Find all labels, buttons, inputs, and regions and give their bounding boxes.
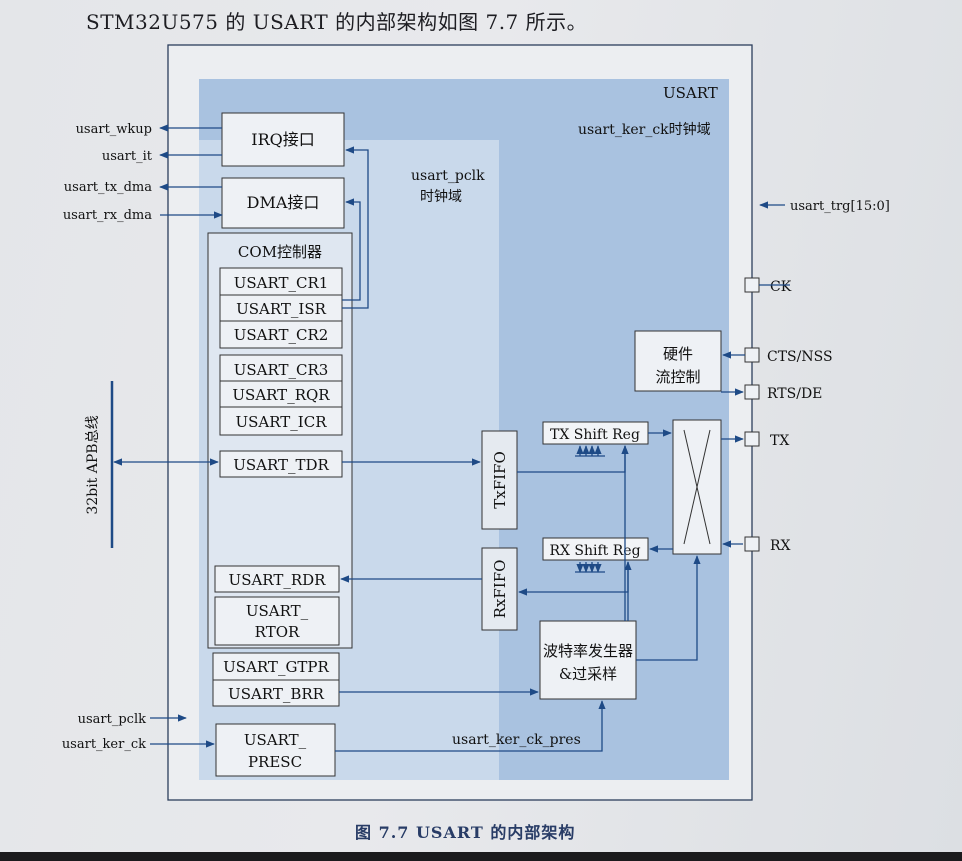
reg-usart-tdr: USART_TDR bbox=[233, 456, 329, 474]
irq-interface-box bbox=[221, 112, 345, 167]
signal-lines bbox=[113, 124, 790, 752]
reg-usart-rtor-box bbox=[214, 596, 340, 646]
signal-usart-wkup: usart_wkup bbox=[76, 122, 152, 137]
reg-usart-rtor-2: RTOR bbox=[255, 623, 300, 641]
reg-usart-rdr: USART_RDR bbox=[229, 571, 327, 589]
rxfifo-label: RxFIFO bbox=[491, 560, 509, 619]
reg-usart-brr: USART_BRR bbox=[228, 685, 325, 703]
reg-group-1 bbox=[219, 267, 343, 349]
signal-usart-tx-dma: usart_tx_dma bbox=[64, 180, 152, 195]
reg-usart-cr3: USART_CR3 bbox=[234, 361, 329, 379]
reg-group-2 bbox=[219, 354, 343, 436]
reg-usart-presc-box bbox=[215, 723, 336, 777]
reg-usart-cr1: USART_CR1 bbox=[234, 274, 329, 292]
ker-ck-domain-label: usart_ker_ck时钟域 bbox=[578, 121, 711, 138]
reg-usart-icr: USART_ICR bbox=[236, 413, 328, 431]
pin-rx: RX bbox=[770, 538, 791, 554]
pin-rts-de: RTS/DE bbox=[767, 386, 822, 402]
apb-bus-label: 32bit APB总线 bbox=[85, 415, 101, 514]
signal-usart-it: usart_it bbox=[102, 149, 153, 164]
baud-rate-generator-label-1: 波特率发生器 bbox=[543, 642, 633, 660]
dma-interface-box bbox=[221, 177, 345, 229]
hw-flow-control-box bbox=[634, 330, 722, 392]
reg-usart-rdr-box bbox=[214, 565, 340, 593]
irq-interface-label: IRQ接口 bbox=[251, 130, 315, 149]
reg-usart-tdr-box bbox=[219, 450, 343, 478]
signal-usart-ker-ck: usart_ker_ck bbox=[62, 737, 146, 752]
pin-ck: CK bbox=[770, 279, 792, 295]
signal-usart-trg: usart_trg[15:0] bbox=[790, 199, 890, 214]
pclk-domain-label-1: usart_pclk bbox=[411, 168, 485, 184]
tx-shift-reg-label: TX Shift Reg bbox=[550, 427, 640, 443]
baud-rate-generator-box bbox=[539, 620, 637, 700]
pin-tx: TX bbox=[770, 433, 789, 449]
pin-squares bbox=[744, 277, 760, 552]
reg-usart-gtpr: USART_GTPR bbox=[223, 658, 329, 676]
rxfifo-box bbox=[481, 547, 518, 631]
reg-usart-isr: USART_ISR bbox=[236, 300, 326, 318]
rx-shift-reg-label: RX Shift Reg bbox=[549, 543, 640, 559]
screen-bottom-edge bbox=[0, 852, 962, 861]
com-controller-title: COM控制器 bbox=[238, 243, 322, 261]
pclk-domain-label-2: 时钟域 bbox=[420, 188, 462, 205]
ker-ck-pres-label: usart_ker_ck_pres bbox=[452, 732, 581, 748]
hw-flow-control-label-2: 流控制 bbox=[655, 368, 700, 386]
reg-usart-presc-1: USART_ bbox=[244, 731, 307, 749]
figure-caption: 图 7.7 USART 的内部架构 bbox=[355, 823, 576, 842]
dma-interface-label: DMA接口 bbox=[247, 193, 320, 212]
reg-usart-rqr: USART_RQR bbox=[232, 386, 330, 404]
txfifo-label: TxFIFO bbox=[491, 451, 509, 509]
hw-flow-control-label-1: 硬件 bbox=[663, 345, 693, 363]
reg-usart-presc-2: PRESC bbox=[248, 753, 302, 771]
usart-block-label: USART bbox=[663, 84, 718, 102]
txfifo-box bbox=[481, 430, 518, 530]
signal-usart-pclk: usart_pclk bbox=[78, 712, 146, 727]
reg-usart-rtor-1: USART_ bbox=[246, 602, 309, 620]
signal-usart-rx-dma: usart_rx_dma bbox=[63, 208, 152, 223]
rx-shift-reg-box bbox=[542, 537, 649, 561]
section-heading: STM32U575 的 USART 的内部架构如图 7.7 所示。 bbox=[86, 10, 588, 34]
reg-usart-cr2: USART_CR2 bbox=[234, 326, 329, 344]
baud-rate-generator-label-2: &过采样 bbox=[559, 665, 617, 683]
pin-cts-nss: CTS/NSS bbox=[767, 349, 833, 365]
